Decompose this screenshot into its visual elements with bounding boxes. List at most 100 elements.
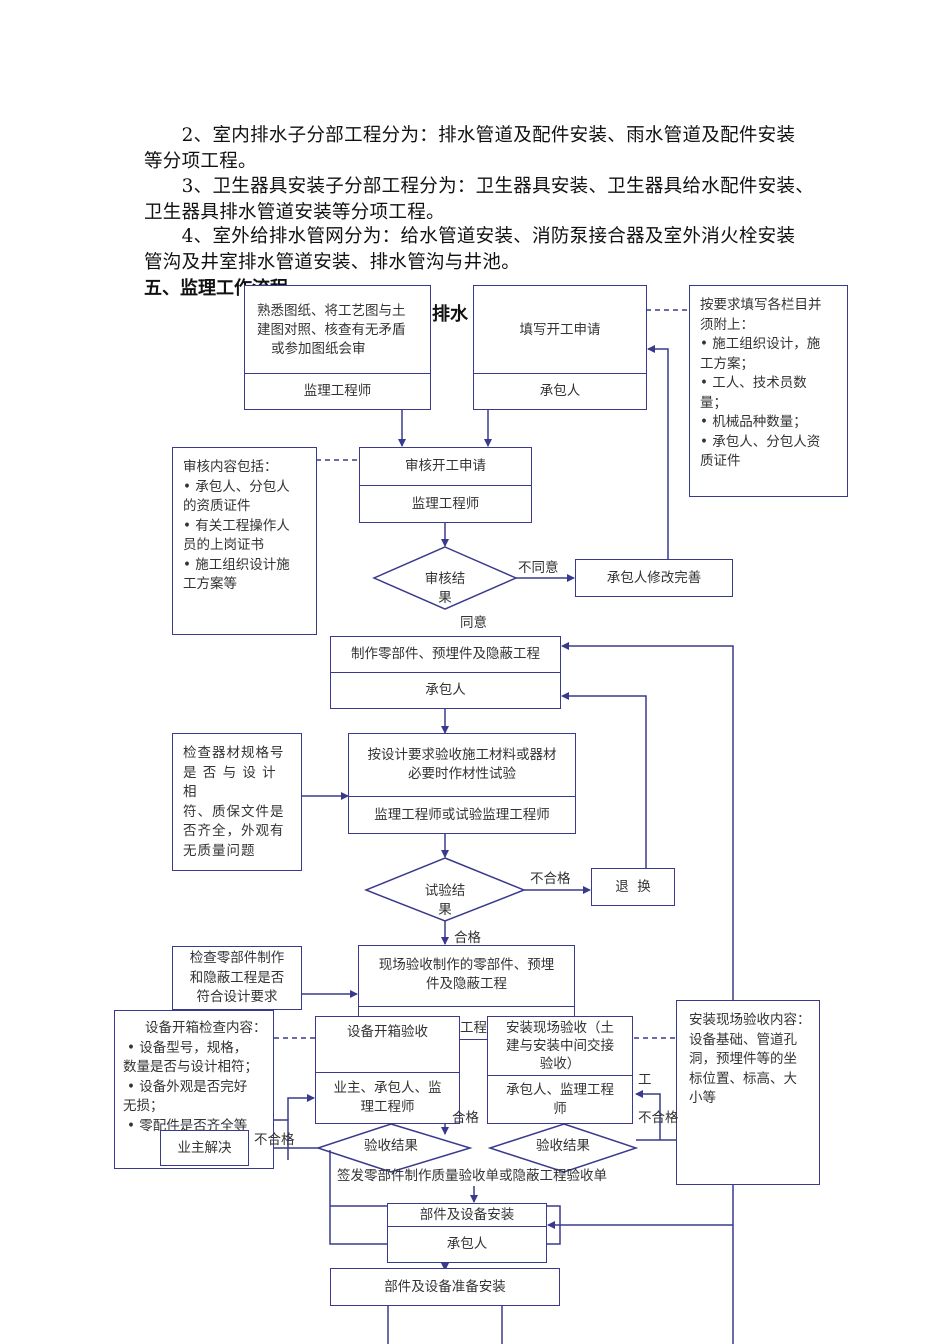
note-line: • 工人、技术员数 (700, 375, 807, 391)
diamond-text-line: 果 (576, 1138, 591, 1154)
paragraph-line: 卫生器具排水管道安装等分项工程。 (144, 202, 445, 223)
arrow-return-to-fabricate-role (561, 692, 647, 868)
note-line: 和隐蔽工程是否 (189, 969, 285, 986)
test-fail-label: 不合格 (530, 871, 571, 887)
note-line: 设备基础、管道孔 (689, 1031, 797, 1048)
test-pass-label: 合格 (454, 930, 481, 946)
equipment-unbox-role-line: 理工程师 (360, 1099, 415, 1115)
note-line: 无质量问题 (183, 842, 256, 859)
note-line: 数量是否与设计相符； (123, 1059, 258, 1075)
diamond-text-line: 验收结 (536, 1138, 577, 1154)
equipment-unbox-box: 设备开箱验收 业主、承包人、监 理工程师 (315, 1016, 460, 1124)
note-line: • 设备外观是否完好 (127, 1078, 248, 1095)
prepare-install-box: 部件及设备准备安装 (330, 1268, 560, 1306)
review-application-role: 监理工程师 (411, 495, 480, 512)
note-line: • 设备型号，规格， (127, 1039, 248, 1056)
inspect-materials-text-line: 按设计要求验收施工材料或器材 (367, 747, 557, 763)
fabricate-parts-task: 制作零部件、预埋件及隐蔽工程 (351, 646, 540, 662)
right-fail-label: 不合格 (638, 1110, 679, 1126)
study-drawings-text-line: 熟悉图纸、将工艺图与土 (257, 302, 406, 319)
sign-form-line: 蔽工程验收单 (526, 1168, 607, 1184)
owner-resolve-box: 业主解决 (160, 1130, 249, 1166)
note-line: 是 否 与 设 计 相 (183, 764, 282, 801)
equipment-unbox-task: 设备开箱验收 (347, 1023, 428, 1040)
owner-resolve-task: 业主解决 (177, 1139, 232, 1156)
diamond-text-line: 试验结 (424, 883, 466, 899)
fill-application-task: 填写开工申请 (519, 321, 601, 338)
sub-heading-fragment: 排水 (432, 304, 468, 325)
note-line: 须附上： (700, 316, 754, 333)
inspect-materials-role: 监理工程师或试验监理工程师 (374, 806, 550, 823)
right-acceptance-label: 验收结果 (523, 1137, 603, 1156)
fabricate-parts-box: 制作零部件、预埋件及隐蔽工程 承包人 (330, 636, 561, 709)
paragraph-line: 3、卫生器具安装子分部工程分为：卫生器具安装、卫生器具给水配件安装、 (144, 176, 815, 197)
site-install-role-line: 承包人、监理工程 (506, 1082, 614, 1098)
review-application-task: 审核开工申请 (405, 458, 486, 474)
fill-application-role: 承包人 (539, 383, 581, 399)
diamond-text-line: 验收结 (364, 1138, 405, 1154)
left-fail-label: 不合格 (254, 1132, 295, 1148)
study-drawings-text-line: 建图对照、核查有无矛盾 (257, 321, 406, 338)
note-line: 小等 (689, 1090, 716, 1106)
site-inspect-hidden-fragment: 工程 (460, 1020, 487, 1036)
note-line: 洞，预埋件等的坐 (689, 1051, 797, 1067)
sign-form-label: 签发零部件制作质量验收单或隐蔽工程验收单 (332, 1168, 612, 1185)
disagree-label: 不同意 (518, 560, 559, 576)
diamond-text-line: 审核结 (424, 571, 466, 587)
inspect-materials-box: 按设计要求验收施工材料或器材 必要时作材性试验 监理工程师或试验监理工程师 (348, 733, 576, 834)
arrow-revise-to-fill (647, 345, 669, 560)
note-line: • 承包人、分包人资 (700, 433, 821, 450)
site-install-note: 安装现场验收内容： 设备基础、管道孔 洞，预埋件等的坐 标位置、标高、大 小等 (676, 1000, 820, 1185)
note-line: 的资质证件 (183, 498, 251, 514)
install-parts-task: 部件及设备安装 (419, 1206, 515, 1223)
note-line: • 承包人、分包人 (183, 478, 290, 495)
note-line: 质证件 (700, 453, 741, 469)
note-line: • 有关工程操作人 (183, 517, 290, 534)
parts-check-note: 检查零部件制作 和隐蔽工程是否 符合设计要求 (172, 946, 302, 1010)
note-line: 员的上岗证书 (183, 537, 264, 553)
site-install-text-line: 验收） (539, 1056, 581, 1072)
contractor-revise-task: 承包人修改完善 (606, 569, 702, 586)
note-line: 工方案等 (183, 576, 237, 592)
diamond-text-line: 果 (438, 902, 452, 918)
review-application-box: 审核开工申请 监理工程师 (359, 447, 532, 523)
test-decision-label: 试验结 果 (405, 882, 485, 920)
note-line: 量； (700, 394, 727, 411)
arrow-return-to-fabricate-top (561, 642, 734, 1344)
study-drawings-text-line: 或参加图纸会审 (271, 340, 366, 357)
arrow-right-fail-site (635, 1090, 661, 1140)
left-acceptance-label: 验收结果 (351, 1137, 431, 1156)
equipment-unbox-role-line: 业主、承包人、监 (333, 1080, 442, 1096)
note-line: 检查零部件制作 (189, 950, 285, 966)
note-line: • 施工组织设计施 (183, 556, 290, 573)
paragraph-line: 2、室内排水子分部工程分为：排水管道及配件安装、雨水管道及配件安装 (144, 125, 796, 146)
note-line: 设备开箱检查内容： (145, 1020, 267, 1036)
review-content-note: 审核内容包括： • 承包人、分包人 的资质证件 • 有关工程操作人 员的上岗证书… (172, 447, 317, 635)
fill-application-box: 填写开工申请 承包人 (473, 285, 647, 410)
return-exchange-box: 退 换 (591, 868, 675, 906)
note-line: 按要求填写各栏目并 (700, 297, 822, 313)
note-line: 安装现场验收内容： (689, 1012, 811, 1028)
return-exchange-task: 退 换 (615, 878, 651, 895)
site-install-fragment: 工 (638, 1072, 652, 1088)
left-pass-label: 合格 (452, 1110, 479, 1126)
note-line: 工方案； (700, 355, 754, 372)
agree-label: 同意 (460, 615, 487, 631)
fabricate-parts-role: 承包人 (425, 682, 466, 698)
note-line: 审核内容包括： (183, 459, 278, 475)
site-install-inspect-box: 安装现场验收（土 建与安装中间交接 验收） 承包人、监理工程 师 (487, 1016, 633, 1124)
site-inspect-text-line: 现场验收制作的零部件、预埋 (378, 957, 555, 973)
site-inspect-text-line: 件及隐蔽工程 (426, 976, 507, 992)
note-line: 否齐全，外观有 (183, 823, 285, 839)
install-parts-role: 承包人 (446, 1236, 488, 1252)
sign-form-line: 签发零部件制作质量验收单或隐 (337, 1168, 526, 1184)
note-line: • 机械品种数量； (700, 414, 807, 430)
site-install-text-line: 建与安装中间交接 (506, 1038, 614, 1054)
paragraph-line: 管沟及井室排水管道安装、排水管沟与井池。 (144, 252, 521, 273)
note-line: • 零配件是否齐全等 (127, 1117, 248, 1134)
study-drawings-box: 熟悉图纸、将工艺图与土 建图对照、核查有无矛盾 或参加图纸会审 监理工程师 (244, 285, 431, 410)
inspect-materials-text-line: 必要时作材性试验 (408, 766, 516, 782)
material-check-note: 检查器材规格号 是 否 与 设 计 相 符、质保文件是 否齐全，外观有 无质量问… (172, 733, 302, 871)
note-line: 检查器材规格号 (183, 745, 285, 761)
note-line: 符、质保文件是 (183, 803, 285, 820)
